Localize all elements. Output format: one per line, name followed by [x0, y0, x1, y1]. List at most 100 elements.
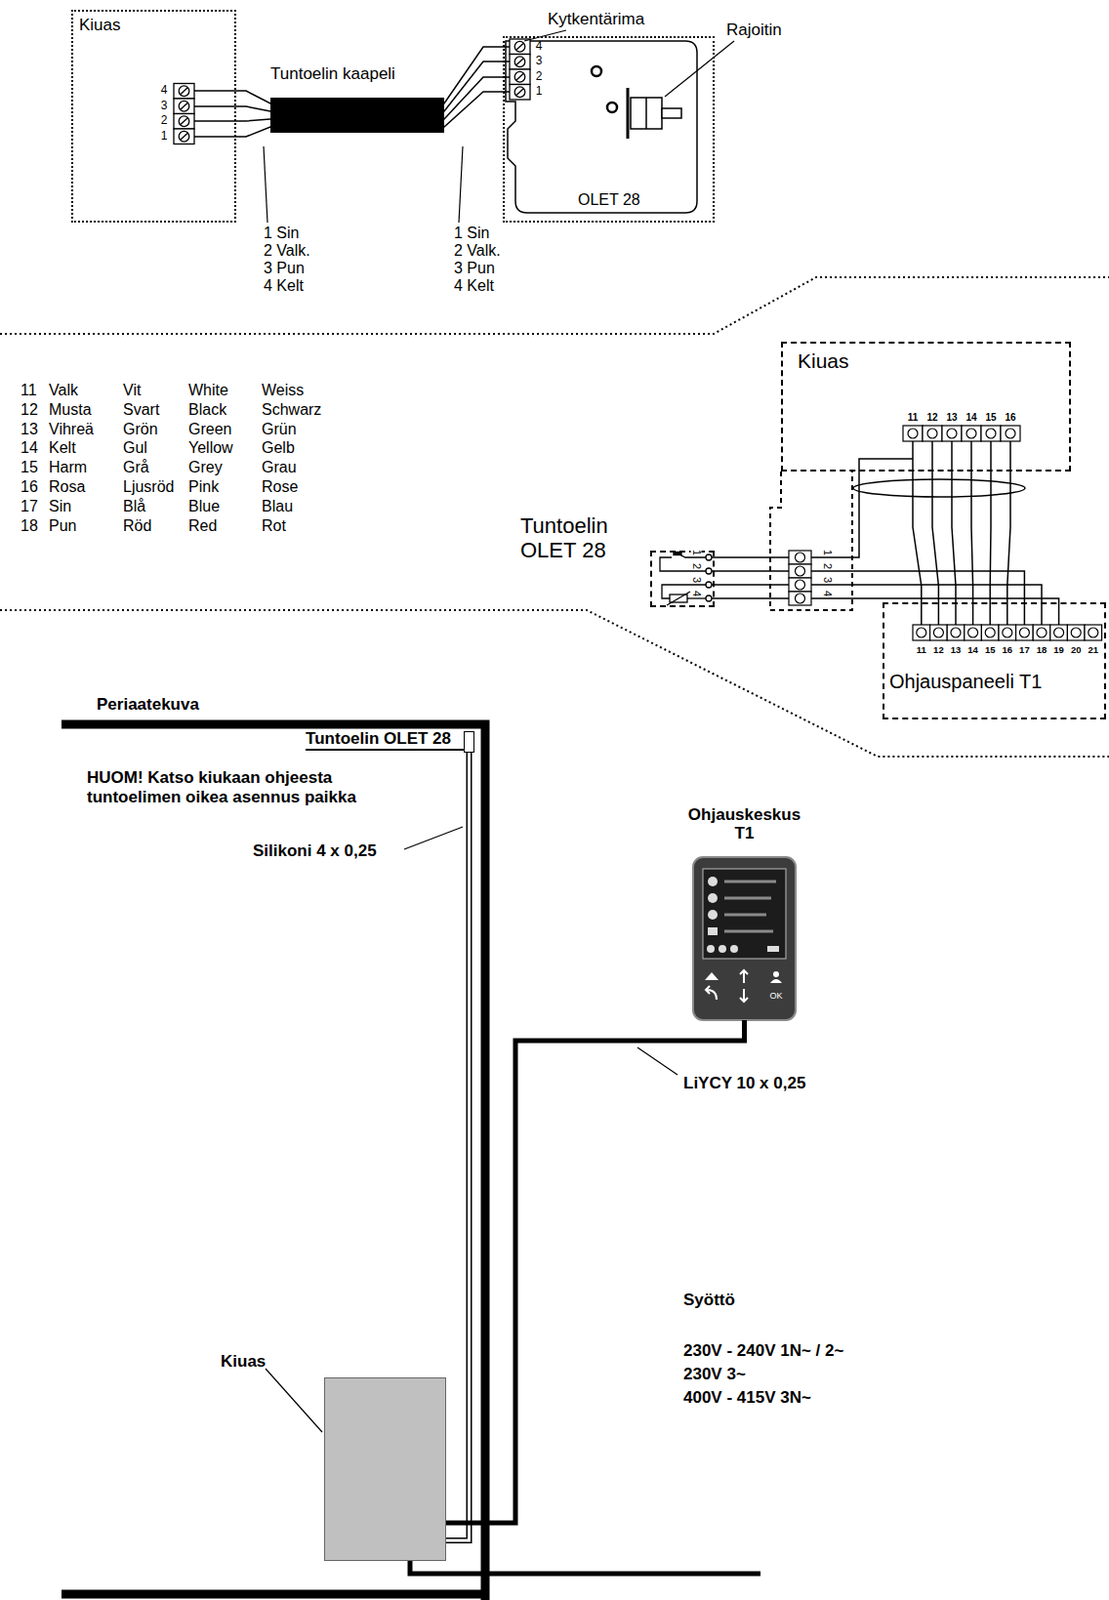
terminal-block [509, 69, 531, 85]
section-separator [0, 277, 1109, 334]
terminal-block [516, 74, 524, 82]
control-unit-drawing [704, 972, 719, 981]
heater-box: Kiuas [780, 341, 1071, 472]
color-table-cell: Blå [123, 497, 146, 516]
terminal-number: 3 [821, 575, 833, 584]
wire [194, 135, 237, 138]
section-separator [0, 277, 1109, 757]
terminal-block [946, 428, 957, 439]
wire [194, 89, 237, 92]
terminal-number: 4 [535, 40, 543, 54]
sensor-symbol [659, 552, 712, 607]
wire [932, 441, 939, 625]
color-table-cell: Ljusröd [123, 478, 174, 496]
cable-label: Tuntoelin kaapeli [270, 64, 396, 84]
wire [1007, 441, 1011, 625]
terminal-block [178, 100, 190, 112]
control-unit-drawing [730, 944, 739, 953]
cable-connector [446, 1020, 745, 1523]
terminal-block [509, 39, 531, 55]
terminal-block [903, 425, 923, 442]
terminal-block [1084, 624, 1103, 641]
sensor-symbol [705, 554, 712, 561]
note-text: HUOM! Katso kiukaan ohjeesta tuntoelimen… [86, 768, 414, 807]
terminal-block [788, 550, 812, 565]
terminal-block [509, 54, 531, 71]
cable-shield [853, 479, 1026, 497]
terminal-number: 4 [691, 589, 702, 598]
terminal-block [985, 627, 995, 638]
color-table-cell: Röd [123, 517, 152, 535]
color-table-cell: Harm [48, 458, 87, 477]
terminal-number: 1 [161, 129, 168, 144]
wire-color: 3 Pun [453, 259, 495, 278]
terminal-block [1036, 627, 1047, 638]
cable-connector [446, 752, 470, 1541]
terminal-block [1019, 627, 1029, 638]
sensor-board [607, 102, 617, 113]
terminal-block [930, 624, 948, 641]
leader-line [458, 146, 463, 223]
color-table-cell: Schwarz [261, 401, 322, 419]
diagram-label: Silikoni 4 x 0,25 [252, 841, 377, 862]
node-label: OLET 28 [577, 191, 641, 209]
terminal-block [981, 425, 1001, 442]
terminal-number: 17 [1019, 645, 1030, 657]
terminal-block [788, 564, 812, 578]
heater-outline [770, 471, 853, 611]
section-separator [0, 610, 1109, 757]
heater-box: Kiuas [71, 9, 237, 223]
terminal-block [514, 41, 526, 52]
callout-label: Rajoitin [726, 20, 782, 41]
control-unit-drawing [724, 897, 772, 901]
cable-connector [236, 77, 503, 122]
terminal-block [173, 83, 195, 100]
wire [912, 441, 922, 625]
terminal-block [912, 624, 931, 641]
wire-color: 1 Sin [453, 224, 490, 243]
terminal-number: 2 [821, 562, 833, 571]
sensor-symbol [705, 568, 712, 575]
control-unit-drawing [702, 868, 786, 959]
terminal-number: 3 [535, 54, 543, 69]
control-unit-drawing [724, 880, 777, 884]
terminal-block [178, 116, 190, 127]
terminal-block [950, 627, 961, 638]
wire-color: 4 Kelt [263, 277, 304, 295]
terminal-block [173, 114, 195, 130]
terminal-number: 20 [1070, 645, 1082, 657]
color-table-cell: Grå [123, 458, 150, 477]
wire-color: 2 Valk. [453, 242, 501, 260]
cable-connector [446, 752, 470, 1541]
terminal-block [1050, 624, 1068, 641]
limiter-symbol [630, 97, 662, 129]
terminal-number: 21 [1088, 645, 1100, 657]
color-table-cell: Gul [123, 439, 148, 457]
terminal-number: 12 [926, 411, 938, 424]
color-table-cell: Green [188, 420, 232, 439]
wire-color: 3 Pun [263, 259, 305, 278]
terminal-block [1016, 624, 1034, 641]
heater-unit: Kiuas [324, 1377, 447, 1561]
terminal-number: 4 [821, 589, 833, 598]
node-label: Kiuas [79, 15, 122, 36]
terminal-block [985, 428, 996, 439]
terminal-block [1000, 425, 1021, 442]
control-unit-drawing [705, 985, 717, 1000]
color-table-cell: Valk [48, 381, 79, 400]
terminal-number: 11 [907, 411, 919, 424]
terminal-block [1002, 627, 1013, 638]
terminal-block [795, 593, 806, 604]
terminal-block [942, 425, 962, 442]
limiter-symbol [627, 87, 682, 139]
terminal-number: 2 [161, 114, 168, 128]
color-table-cell: 12 [20, 401, 39, 419]
terminal-number: 4 [161, 83, 168, 98]
terminal-number: 13 [945, 411, 957, 424]
leader-line [637, 1047, 678, 1075]
color-table-cell: Weiss [261, 381, 304, 400]
terminal-number: 14 [965, 411, 977, 424]
color-table-cell: Pink [188, 478, 219, 496]
wire [194, 46, 510, 137]
terminal-block [173, 98, 195, 115]
